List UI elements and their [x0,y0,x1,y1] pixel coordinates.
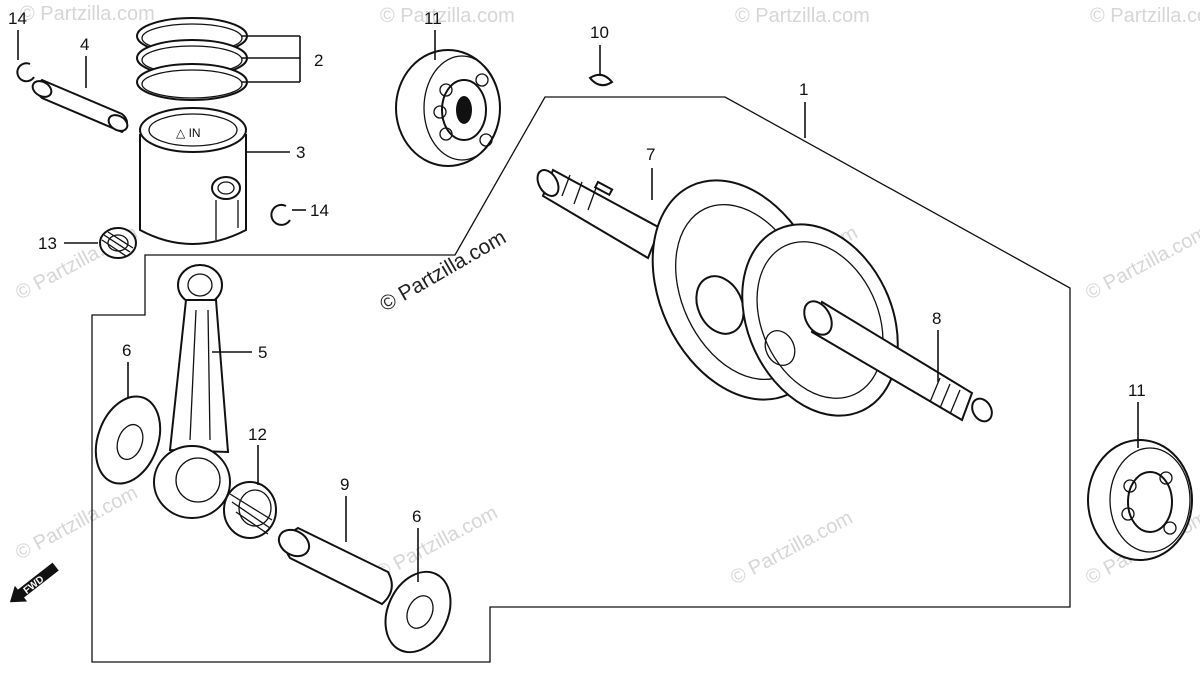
callout-11: 11 [1128,381,1146,400]
woodruff-key [588,73,614,87]
watermark-text: © Partzilla.com [1082,222,1200,305]
callout-5: 5 [258,343,267,362]
watermark-main: © Partzilla.com [376,226,510,317]
forward-direction-arrow: FWD [9,562,59,603]
piston-pin-clip [16,62,35,83]
callout-3: 3 [296,143,305,162]
piston-pin-clip [270,203,291,226]
callout-labels: 1 2 3 4 5 6 6 7 8 9 10 11 11 12 13 14 14 [8,9,1146,526]
watermark-text: © Partzilla.com [727,507,856,590]
crankshaft-bearing [395,49,501,167]
crankshaft-bearing [1087,439,1193,561]
crankshaft [536,168,993,423]
piston-pin [31,78,129,134]
callout-14: 14 [310,201,329,220]
callout-4: 4 [80,35,89,54]
callout-2: 2 [314,51,323,70]
callout-6: 6 [412,507,421,526]
callout-8: 8 [932,309,941,328]
callout-9: 9 [340,475,349,494]
callout-13: 13 [38,234,57,253]
watermark-text: © Partzilla.com [380,5,515,27]
callout-7: 7 [646,145,655,164]
callout-6: 6 [122,341,131,360]
crankshaft-assembly-boundary [91,96,1071,663]
thrust-washer [384,570,452,654]
watermark-text: © Partzilla.com [735,5,870,27]
piston: △ IN [139,107,247,245]
watermark-text: © Partzilla.com [1090,5,1200,27]
watermark-text: © Partzilla.com [12,482,141,565]
callout-10: 10 [590,23,609,42]
piston-rings [136,17,248,101]
thrust-washer [94,395,162,485]
piston-mark: △ IN [176,126,201,140]
crank-pin [277,526,393,606]
watermark-text: © Partzilla.com [372,502,501,585]
small-end-needle-bearing [99,227,137,259]
callout-1: 1 [799,80,808,99]
connecting-rod [153,264,231,519]
leader-lines [17,30,1139,582]
callout-12: 12 [248,425,267,444]
watermark-text: © Partzilla.com [20,3,155,25]
callout-11: 11 [424,9,442,28]
callout-14: 14 [8,9,27,28]
big-end-needle-bearing [223,481,277,539]
